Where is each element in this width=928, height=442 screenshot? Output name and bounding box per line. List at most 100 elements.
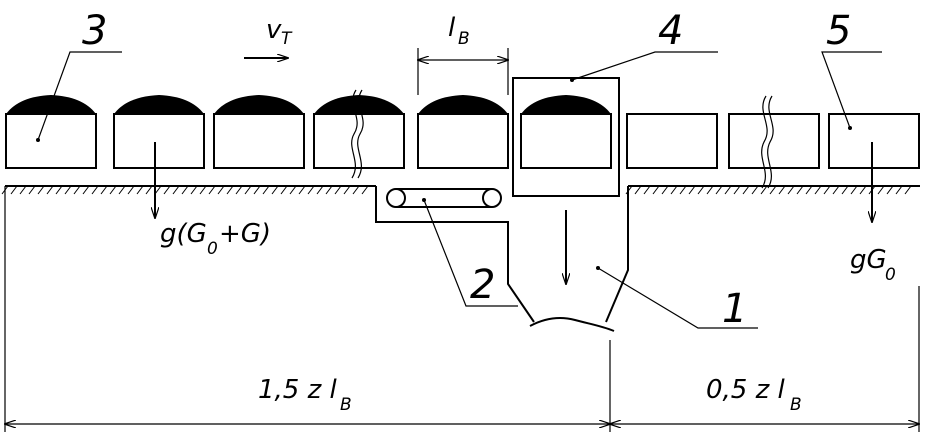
hatch-stroke bbox=[118, 185, 126, 195]
label-empty-force: gG 0 bbox=[850, 245, 896, 285]
hatch-stroke bbox=[289, 185, 297, 195]
hatch-stroke bbox=[325, 185, 333, 195]
hatch-stroke bbox=[37, 185, 45, 195]
hatch-stroke bbox=[361, 185, 369, 195]
label-part-4: 4 bbox=[658, 8, 683, 54]
hatch-stroke bbox=[859, 185, 867, 195]
hatch-stroke bbox=[769, 185, 777, 195]
hatch-stroke bbox=[10, 185, 18, 195]
empty-force-subscript: 0 bbox=[885, 265, 896, 285]
hatch-stroke bbox=[814, 185, 822, 195]
velocity-symbol: v bbox=[266, 15, 282, 45]
loaded-wagon bbox=[417, 95, 509, 169]
hatch-stroke bbox=[850, 185, 858, 195]
hatch-stroke bbox=[697, 185, 705, 195]
hatch-stroke bbox=[64, 185, 72, 195]
hatch-stroke bbox=[307, 185, 315, 195]
wagon-length-dimension bbox=[418, 48, 508, 95]
hatch-stroke bbox=[127, 185, 135, 195]
hatch-stroke bbox=[172, 185, 180, 195]
hatch-stroke bbox=[679, 185, 687, 195]
hatch-stroke bbox=[733, 185, 741, 195]
bottom-dimensions bbox=[5, 186, 919, 432]
left-dimension-text: 1,5 z l bbox=[258, 375, 338, 405]
hatch-stroke bbox=[904, 185, 912, 195]
length-symbol: l bbox=[448, 13, 456, 43]
velocity-subscript: T bbox=[281, 29, 293, 49]
hatch-stroke bbox=[670, 185, 678, 195]
empty-force-prefix: gG bbox=[850, 245, 887, 275]
belt-conveyor bbox=[386, 188, 502, 208]
label-loaded-force: g(G 0 +G) bbox=[160, 219, 271, 259]
loaded-wagon bbox=[113, 95, 205, 169]
hatch-stroke bbox=[760, 185, 768, 195]
hatch-stroke bbox=[109, 185, 117, 195]
hatch-stroke bbox=[652, 185, 660, 195]
length-subscript: B bbox=[458, 29, 470, 49]
hatch-stroke bbox=[742, 185, 750, 195]
hatch-stroke bbox=[82, 185, 90, 195]
right-dimension-subscript: B bbox=[790, 395, 802, 415]
hatch-stroke bbox=[316, 185, 324, 195]
hatch-stroke bbox=[688, 185, 696, 195]
empty-wagons bbox=[626, 113, 920, 169]
load-heap bbox=[418, 95, 508, 114]
hatch-stroke bbox=[73, 185, 81, 195]
hatch-stroke bbox=[271, 185, 279, 195]
hatch-stroke bbox=[352, 185, 360, 195]
hatch-stroke bbox=[28, 185, 36, 195]
left-dimension-subscript: B bbox=[340, 395, 352, 415]
hatch-stroke bbox=[334, 185, 342, 195]
loaded-wagon bbox=[213, 95, 305, 169]
hatch-stroke bbox=[91, 185, 99, 195]
hatch-stroke bbox=[46, 185, 54, 195]
wagon-in-tipper bbox=[512, 77, 620, 284]
hatch-stroke bbox=[217, 185, 225, 195]
label-part-2: 2 bbox=[470, 262, 495, 308]
hatch-stroke bbox=[706, 185, 714, 195]
loaded-force-prefix: g(G bbox=[160, 219, 207, 249]
right-dimension-text: 0,5 z l bbox=[706, 375, 786, 405]
unloading-pit bbox=[375, 186, 629, 332]
hatch-stroke bbox=[235, 185, 243, 195]
break-marks bbox=[351, 89, 774, 189]
hatch-stroke bbox=[886, 185, 894, 195]
hatch-stroke bbox=[343, 185, 351, 195]
hatch-stroke bbox=[823, 185, 831, 195]
hatch-stroke bbox=[163, 185, 171, 195]
load-heap bbox=[214, 95, 304, 114]
hatch-stroke bbox=[841, 185, 849, 195]
hatch-stroke bbox=[895, 185, 903, 195]
hatch-stroke bbox=[787, 185, 795, 195]
hatch-stroke bbox=[55, 185, 63, 195]
hatch-stroke bbox=[796, 185, 804, 195]
hatch-stroke bbox=[253, 185, 261, 195]
hatch-stroke bbox=[136, 185, 144, 195]
force-arrows bbox=[155, 142, 872, 222]
ground-hatching bbox=[1, 185, 912, 195]
hatch-stroke bbox=[805, 185, 813, 195]
label-part-5: 5 bbox=[826, 8, 851, 54]
loaded-force-subscript: 0 bbox=[207, 239, 218, 259]
hatch-stroke bbox=[181, 185, 189, 195]
hatch-stroke bbox=[280, 185, 288, 195]
hatch-stroke bbox=[724, 185, 732, 195]
hatch-stroke bbox=[778, 185, 786, 195]
leader-lines bbox=[36, 51, 882, 329]
label-wagon-length: l B bbox=[448, 13, 470, 49]
hatch-stroke bbox=[190, 185, 198, 195]
hatch-stroke bbox=[244, 185, 252, 195]
hatch-stroke bbox=[643, 185, 651, 195]
hatch-stroke bbox=[226, 185, 234, 195]
hatch-stroke bbox=[634, 185, 642, 195]
label-part-3: 3 bbox=[82, 8, 107, 54]
hatch-stroke bbox=[262, 185, 270, 195]
hatch-stroke bbox=[100, 185, 108, 195]
label-left-dimension: 1,5 z l B bbox=[258, 375, 352, 415]
hatch-stroke bbox=[877, 185, 885, 195]
hatch-stroke bbox=[832, 185, 840, 195]
hatch-stroke bbox=[751, 185, 759, 195]
hatch-stroke bbox=[19, 185, 27, 195]
